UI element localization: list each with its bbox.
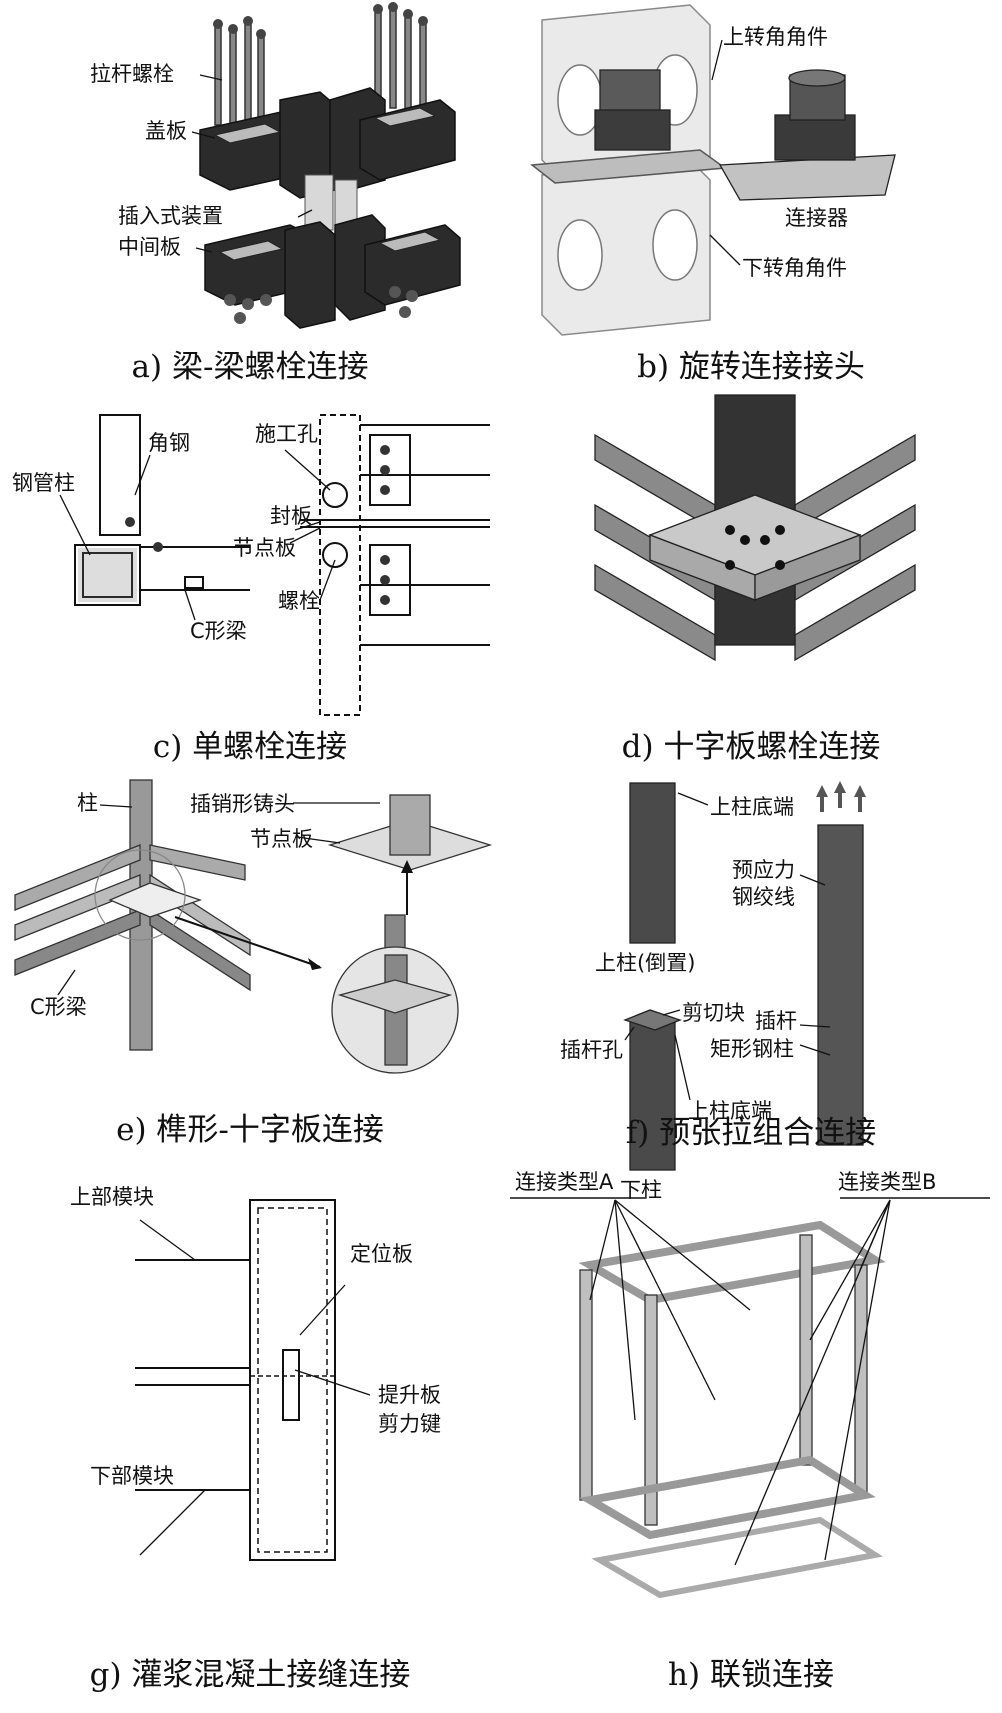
panel-f: 上柱底端 上柱(倒置) 剪切块 插杆孔 上柱底端 下柱 预应力 钢绞线 插杆 矩… xyxy=(500,775,1002,1201)
label-steel-tube-column: 钢管柱 xyxy=(12,471,75,495)
panel-b-drawing xyxy=(530,4,896,336)
panel-g-drawing xyxy=(135,1199,371,1561)
label-prestress: 预应力 xyxy=(732,858,795,882)
caption-b: b) 旋转连接接头 xyxy=(637,349,865,385)
label-tie-rod-bolt: 拉杆螺栓 xyxy=(90,62,174,86)
label-lower-corner-fitting: 下转角角件 xyxy=(742,256,847,280)
label-c-beam-c: C形梁 xyxy=(190,619,247,643)
label-bolt: 螺栓 xyxy=(278,589,320,613)
label-insert-device: 插入式装置 xyxy=(118,204,223,228)
caption-d: d) 十字板螺栓连接 xyxy=(621,729,881,765)
label-upper-column-bottom-1: 上柱底端 xyxy=(710,795,794,819)
label-shear-block: 剪切块 xyxy=(682,1001,745,1025)
panel-c-drawing xyxy=(59,414,490,716)
label-construction-hole: 施工孔 xyxy=(255,422,318,446)
caption-g: g) 灌浆混凝土接缝连接 xyxy=(89,1657,411,1693)
label-connection-type-b: 连接类型B xyxy=(838,1170,937,1194)
panel-b: 上转角角件 连接器 下转角角件 b) 旋转连接接头 xyxy=(500,0,1002,390)
caption-a: a) 梁-梁螺栓连接 xyxy=(131,349,369,385)
label-upper-column-inverted: 上柱(倒置) xyxy=(595,951,696,975)
panel-h-drawing xyxy=(510,1197,990,1599)
label-insert-rod: 插杆 xyxy=(755,1009,797,1033)
label-upper-corner-fitting: 上转角角件 xyxy=(723,25,828,49)
label-c-beam-e: C形梁 xyxy=(30,995,87,1019)
label-upper-column-bottom-2: 上柱底端 xyxy=(688,1099,772,1123)
label-column: 柱 xyxy=(77,791,98,815)
label-angle-steel: 角钢 xyxy=(148,431,190,455)
label-middle-plate: 中间板 xyxy=(118,235,181,259)
panel-h: 连接类型A 连接类型B h) 联锁连接 xyxy=(500,1160,1002,1713)
panel-a: 拉杆螺栓 盖板 插入式装置 中间板 a) 梁-梁螺栓连接 xyxy=(0,0,500,390)
caption-c: c) 单螺栓连接 xyxy=(152,729,348,765)
panel-c: 角钢 钢管柱 C形梁 施工孔 封板 节点板 螺栓 c) 单螺栓连接 xyxy=(0,395,500,770)
label-rod-hole: 插杆孔 xyxy=(560,1038,623,1062)
label-shear-key: 剪力键 xyxy=(378,1412,441,1436)
label-end-plate: 封板 xyxy=(270,504,312,528)
panel-a-drawing xyxy=(191,2,461,329)
label-lifting-plate: 提升板 xyxy=(378,1383,441,1407)
label-lower-column: 下柱 xyxy=(620,1178,662,1202)
panel-e-drawing xyxy=(14,779,493,1074)
panel-g: 上部模块 定位板 提升板 剪力键 下部模块 g) 灌浆混凝土接缝连接 xyxy=(0,1160,500,1713)
label-connection-type-a: 连接类型A xyxy=(515,1170,614,1194)
label-rectangular-column: 矩形钢柱 xyxy=(710,1037,794,1061)
label-upper-module: 上部模块 xyxy=(70,1185,154,1209)
label-connector: 连接器 xyxy=(785,206,848,230)
label-lower-module: 下部模块 xyxy=(90,1464,174,1488)
panel-d-drawing xyxy=(594,394,916,662)
panel-d: d) 十字板螺栓连接 xyxy=(500,394,1002,770)
label-pin-cast-head: 插销形铸头 xyxy=(190,792,295,816)
caption-f: f) 预张拉组合连接 xyxy=(625,1115,877,1151)
label-cover-plate: 盖板 xyxy=(145,119,187,143)
label-gusset-plate-c: 节点板 xyxy=(233,536,296,560)
label-steel-strand: 钢绞线 xyxy=(732,885,795,909)
caption-h: h) 联锁连接 xyxy=(668,1657,834,1693)
caption-e: e) 榫形-十字板连接 xyxy=(116,1112,384,1148)
panel-f-drawing xyxy=(623,781,866,1171)
panel-e: 柱 C形梁 插销形铸头 节点板 e) 榫形-十字板连接 xyxy=(0,775,500,1155)
label-gusset-plate-e: 节点板 xyxy=(250,827,313,851)
label-positioning-plate: 定位板 xyxy=(350,1242,413,1266)
